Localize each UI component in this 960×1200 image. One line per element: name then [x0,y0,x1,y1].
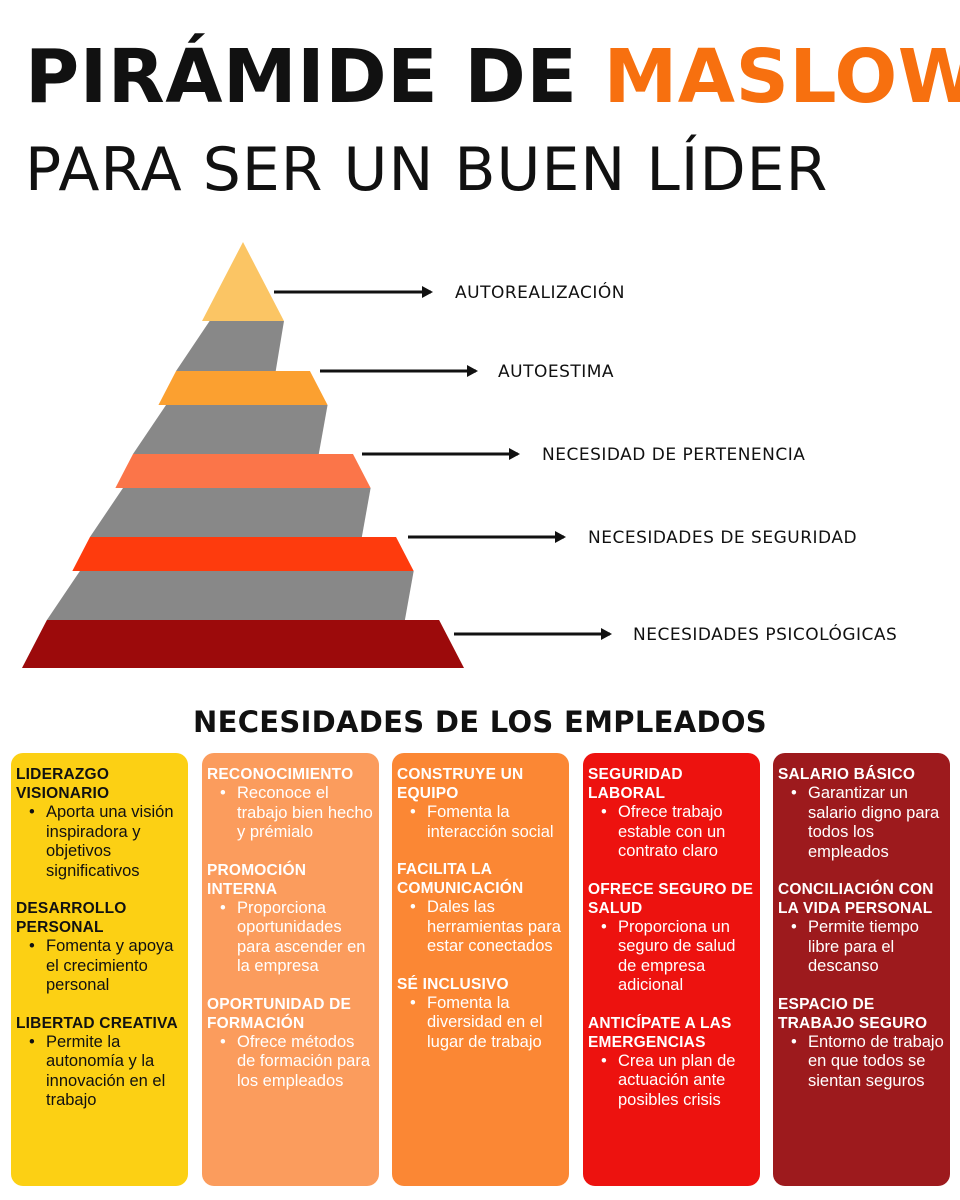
card-bullet: Reconoce el trabajo bien hecho y prémial… [207,784,375,843]
card-heading: ANTICÍPATE A LAS EMERGENCIAS [588,1014,732,1051]
card-bullet: Permite la autonomía y la innovación en … [16,1033,184,1111]
card-bullet: Aporta una visión inspiradora y objetivo… [16,803,184,881]
card-heading: FACILITA LA COMUNICACIÓN [397,861,524,897]
arrow-head-icon [509,448,520,460]
pyramid-tier-4 [72,537,414,571]
card-heading: OPORTUNIDAD DE FORMACIÓN [207,995,352,1032]
card-heading: LIBERTAD CREATIVA [16,1014,178,1032]
arrow-head-icon [601,628,612,640]
pyramid-tier-2 [158,371,328,405]
needs-card-1: LIDERAZGO VISIONARIOAporta una visión in… [11,753,188,1186]
needs-card-2: RECONOCIMIENTOReconoce el trabajo bien h… [202,753,379,1186]
level-label-4: NECESIDADES DE SEGURIDAD [588,528,857,548]
needs-card-4: SEGURIDAD LABORALOfrece trabajo estable … [583,753,760,1186]
card-bullet: Fomenta y apoya el crecimiento personal [16,937,184,996]
card-bullet: Ofrece trabajo estable con un contrato c… [588,803,756,862]
card-bullet: Crea un plan de actuación ante posibles … [588,1052,756,1111]
card-bullet: Proporciona oportunidades para ascender … [207,899,375,977]
level-label-1: AUTOREALIZACIÓN [455,281,625,303]
card-bullet: Proporciona un seguro de salud de empres… [588,918,756,996]
subtitle: PARA SER UN BUEN LÍDER [25,135,829,205]
section-title: NECESIDADES DE LOS EMPLEADOS [193,705,767,739]
card-heading: PROMOCIÓN INTERNA [207,861,307,898]
pyramid-tier-3 [115,454,371,488]
pyramid-tier-1 [202,242,284,321]
main-title: PIRÁMIDE DE MASLOW [25,40,960,114]
pyramid-separator [133,405,328,454]
card-bullet: Fomenta la diversidad en el lugar de tra… [397,994,565,1053]
arrow-head-icon [555,531,566,543]
level-label-3: NECESIDAD DE PERTENENCIA [542,445,805,465]
card-bullet: Dales las herramientas para estar conect… [397,898,565,957]
card-heading: CONCILIACIÓN CON LA VIDA PERSONAL [778,881,934,917]
card-heading: SEGURIDAD LABORAL [588,766,683,802]
card-bullet: Permite tiempo libre para el descanso [778,918,946,977]
pyramid-separator [176,321,284,371]
needs-cards: LIDERAZGO VISIONARIOAporta una visión in… [11,753,951,1186]
card-heading: SÉ INCLUSIVO [397,975,509,993]
card-heading: LIDERAZGO VISIONARIO [16,766,110,802]
needs-card-5: SALARIO BÁSICOGarantizar un salario dign… [773,753,950,1186]
card-heading: ESPACIO DE TRABAJO SEGURO [778,995,928,1032]
card-bullet: Garantizar un salario digno para todos l… [778,784,946,862]
card-heading: CONSTRUYE UN EQUIPO [397,766,524,802]
level-label-2: AUTOESTIMA [498,362,614,382]
title-part-1: PIRÁMIDE DE [25,34,578,120]
card-bullet: Ofrece métodos de formación para los emp… [207,1033,375,1092]
pyramid-tier-5 [22,620,464,668]
card-bullet: Entorno de trabajo en que todos se sient… [778,1033,946,1092]
card-heading: DESARROLLO PERSONAL [16,900,127,936]
pyramid-separator [89,488,371,537]
card-heading: SALARIO BÁSICO [778,766,916,783]
maslow-pyramid: AUTOREALIZACIÓN AUTOESTIMA NECESIDAD DE PE… [22,242,897,668]
title-accent: MASLOW [603,34,960,120]
pyramid-separator [46,571,414,620]
card-heading: RECONOCIMIENTO [207,766,354,783]
card-heading: OFRECE SEGURO DE SALUD [588,880,754,917]
arrow-head-icon [422,286,433,298]
arrow-head-icon [467,365,478,377]
needs-card-3: CONSTRUYE UN EQUIPOFomenta la interacció… [392,753,569,1186]
card-bullet: Fomenta la interacción social [397,803,565,842]
level-label-5: NECESIDADES PSICOLÓGICAS [633,623,897,645]
